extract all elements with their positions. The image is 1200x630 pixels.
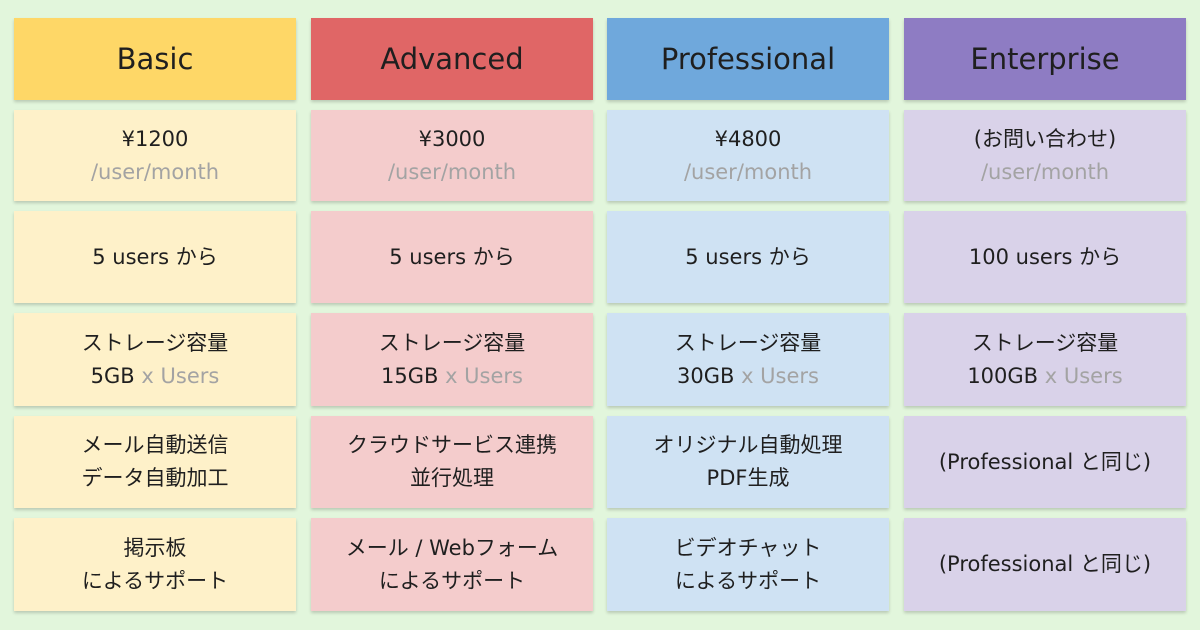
min-users: 100 users から bbox=[968, 244, 1122, 269]
price-cell: ¥4800 /user/month bbox=[607, 110, 889, 201]
price-value: ¥1200 bbox=[121, 126, 189, 151]
plan-header-basic: Basic bbox=[14, 18, 296, 100]
plan-header-advanced: Advanced bbox=[311, 18, 593, 100]
feature-line: クラウドサービス連携 bbox=[347, 433, 557, 457]
support-line: ビデオチャット bbox=[674, 535, 822, 560]
storage-cell: ストレージ容量 5GB x Users bbox=[14, 313, 296, 406]
plan-header-professional: Professional bbox=[607, 18, 889, 100]
feature-line: メール自動送信 bbox=[81, 433, 229, 457]
storage-amount-line: 15GB x Users bbox=[381, 360, 523, 393]
price-value: ¥4800 bbox=[714, 126, 782, 151]
price-value: ¥3000 bbox=[418, 126, 486, 151]
price-unit: /user/month bbox=[90, 159, 220, 184]
support-line: (Professional と同じ) bbox=[938, 552, 1152, 576]
support-cell: 掲示板 によるサポート bbox=[14, 518, 296, 611]
price-unit: /user/month bbox=[980, 159, 1110, 184]
price-value: (お問い合わせ) bbox=[973, 126, 1117, 151]
plan-name: Professional bbox=[660, 41, 836, 76]
support-line: によるサポート bbox=[674, 568, 822, 593]
support-cell: ビデオチャット によるサポート bbox=[607, 518, 889, 611]
storage-label: ストレージ容量 bbox=[378, 330, 526, 355]
support-line: メール / Webフォーム bbox=[345, 535, 559, 560]
price-cell: ¥3000 /user/month bbox=[311, 110, 593, 201]
storage-amount: 100GB bbox=[967, 363, 1039, 388]
storage-suffix: x Users bbox=[1044, 363, 1123, 388]
storage-suffix: x Users bbox=[741, 363, 819, 388]
plan-name: Advanced bbox=[380, 41, 524, 76]
plan-name: Basic bbox=[116, 41, 194, 76]
plan-name: Enterprise bbox=[970, 41, 1120, 76]
users-cell: 5 users から bbox=[14, 211, 296, 303]
support-line: 掲示板 bbox=[123, 535, 187, 560]
plan-header-enterprise: Enterprise bbox=[904, 18, 1186, 100]
support-cell: メール / Webフォーム によるサポート bbox=[311, 518, 593, 611]
storage-amount: 5GB bbox=[90, 363, 135, 388]
users-cell: 100 users から bbox=[904, 211, 1186, 303]
storage-amount: 30GB bbox=[676, 363, 735, 388]
users-cell: 5 users から bbox=[311, 211, 593, 303]
storage-suffix: x Users bbox=[141, 363, 220, 388]
feature-line: (Professional と同じ) bbox=[938, 449, 1152, 474]
support-cell: (Professional と同じ) bbox=[904, 518, 1186, 611]
support-line: によるサポート bbox=[378, 568, 526, 593]
features-cell: オリジナル自動処理 PDF生成 bbox=[607, 416, 889, 508]
storage-cell: ストレージ容量 30GB x Users bbox=[607, 313, 889, 406]
feature-line: 並行処理 bbox=[410, 466, 494, 490]
storage-suffix: x Users bbox=[445, 363, 523, 388]
min-users: 5 users から bbox=[92, 244, 218, 269]
feature-line: オリジナル自動処理 bbox=[653, 433, 843, 457]
storage-cell: ストレージ容量 100GB x Users bbox=[904, 313, 1186, 406]
feature-line: データ自動加工 bbox=[81, 466, 229, 490]
storage-amount-line: 30GB x Users bbox=[677, 360, 819, 393]
features-cell: (Professional と同じ) bbox=[904, 416, 1186, 508]
price-cell: (お問い合わせ) /user/month bbox=[904, 110, 1186, 201]
price-cell: ¥1200 /user/month bbox=[14, 110, 296, 201]
storage-amount-line: 5GB x Users bbox=[91, 360, 220, 393]
features-cell: クラウドサービス連携 並行処理 bbox=[311, 416, 593, 508]
features-cell: メール自動送信 データ自動加工 bbox=[14, 416, 296, 508]
storage-label: ストレージ容量 bbox=[674, 330, 822, 355]
storage-amount: 15GB bbox=[380, 363, 439, 388]
storage-amount-line: 100GB x Users bbox=[967, 360, 1122, 393]
min-users: 5 users から bbox=[389, 244, 515, 269]
users-cell: 5 users から bbox=[607, 211, 889, 303]
storage-label: ストレージ容量 bbox=[971, 330, 1119, 355]
feature-line: PDF生成 bbox=[706, 466, 790, 490]
price-unit: /user/month bbox=[683, 159, 813, 184]
storage-cell: ストレージ容量 15GB x Users bbox=[311, 313, 593, 406]
storage-label: ストレージ容量 bbox=[81, 330, 229, 355]
min-users: 5 users から bbox=[685, 244, 811, 269]
price-unit: /user/month bbox=[387, 159, 517, 184]
support-line: によるサポート bbox=[81, 568, 229, 593]
